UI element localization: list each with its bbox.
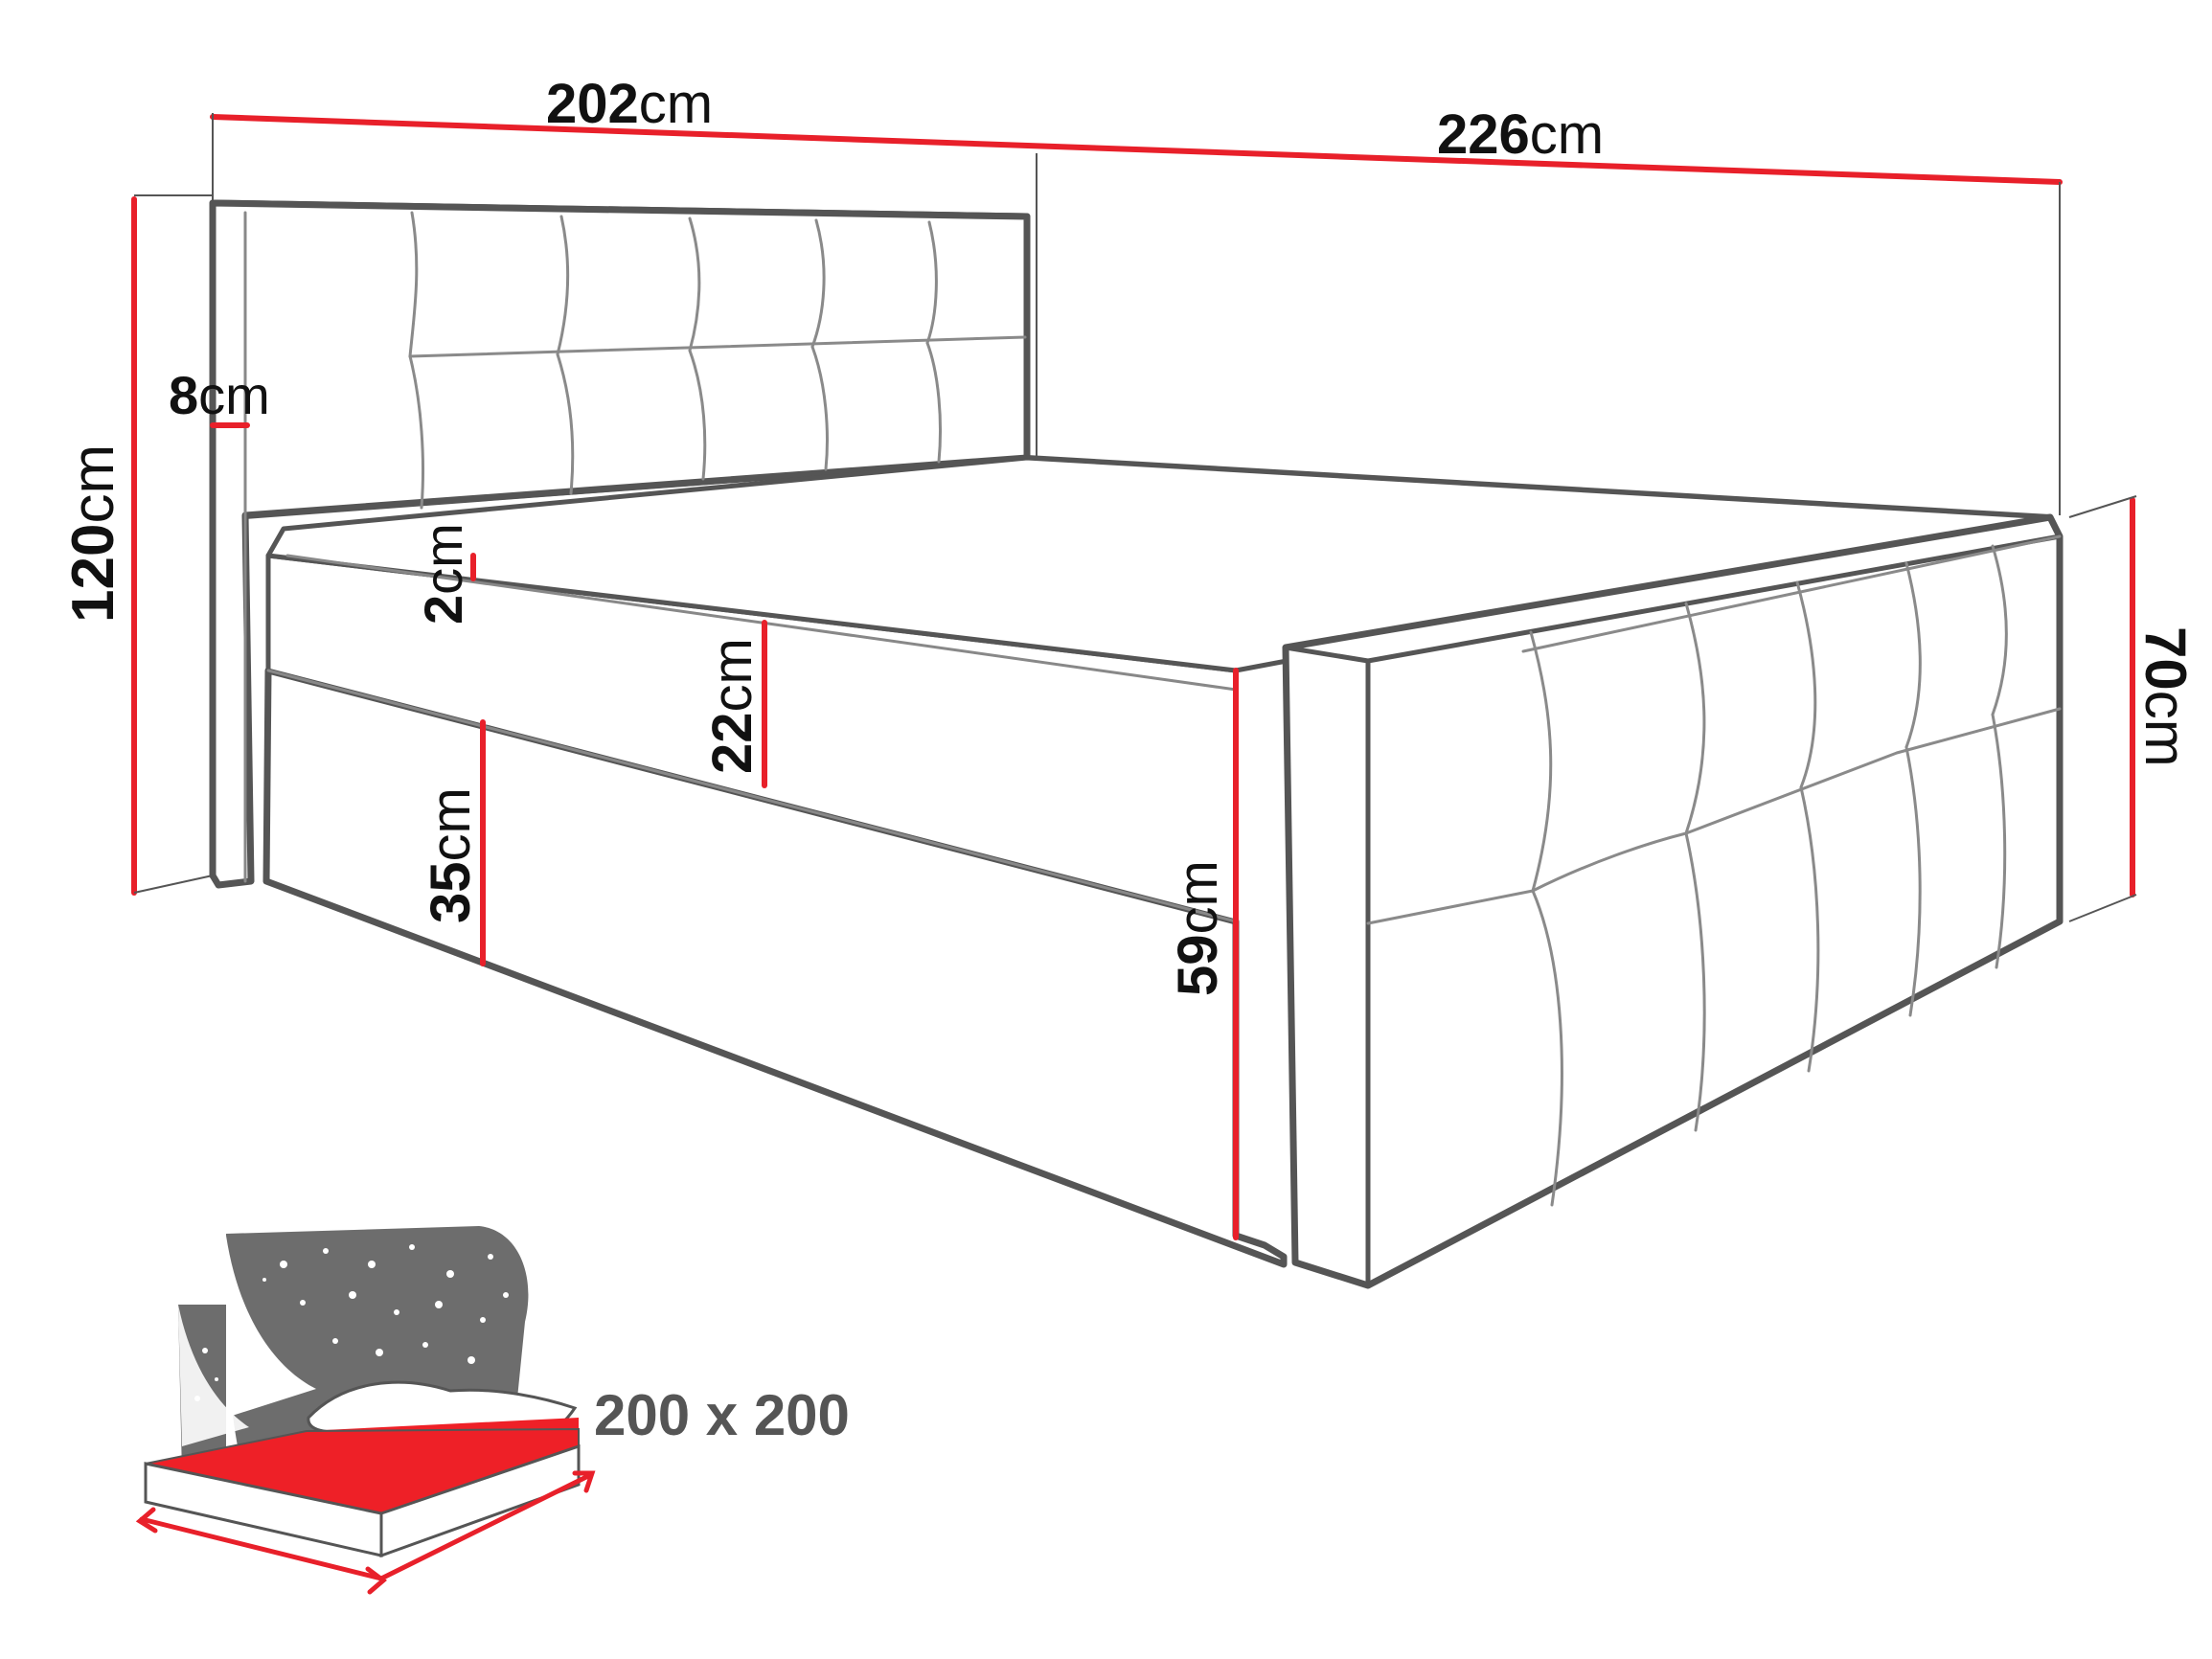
- extension-lines: [133, 113, 2137, 922]
- topper-label: 2cm: [413, 523, 473, 625]
- bed-drawing: [209, 199, 2064, 1289]
- footboard-height-label: 70cm: [2133, 626, 2198, 767]
- width-label: 202cm: [546, 73, 713, 135]
- dimension-lines: [131, 114, 2135, 1240]
- headboard-depth-label: 8cm: [169, 365, 270, 425]
- base-label: 35cm: [420, 787, 482, 923]
- star-dots: [194, 1244, 509, 1401]
- mattress-size-icon: [135, 1226, 596, 1595]
- headboard-height-label: 120cm: [60, 444, 126, 623]
- width-dimension-line: [210, 114, 2063, 185]
- length-label: 226cm: [1437, 103, 1604, 166]
- mattress-size-label: 200 x 200: [594, 1383, 850, 1447]
- sleep-height-label: 59cm: [1167, 860, 1229, 996]
- mattress-label: 22cm: [701, 638, 764, 774]
